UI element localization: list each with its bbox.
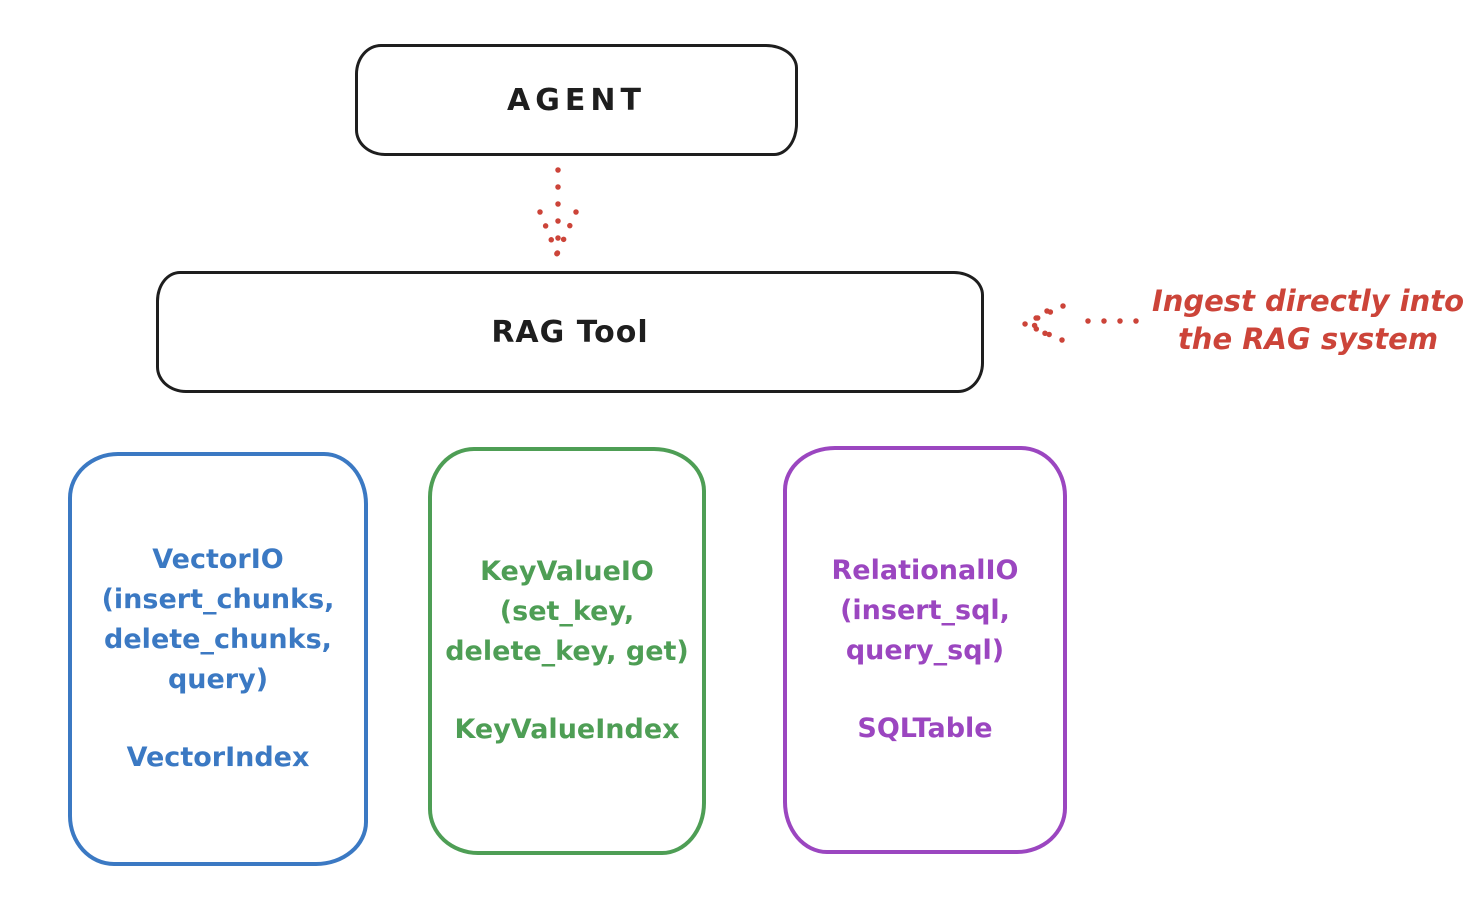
ingest-annotation-line2: the RAG system (1177, 322, 1439, 356)
rag-tool-label: RAG Tool (491, 314, 649, 350)
keyvalue-io-methods-line2: delete_key, get) (445, 636, 689, 667)
vector-io-methods-line2: delete_chunks, (104, 624, 332, 655)
agent-box: AGENT (355, 44, 798, 156)
ingest-annotation: Ingest directly into the RAG system (1138, 282, 1478, 358)
vector-index-label: VectorIndex (126, 742, 310, 773)
vector-io-methods-line3: query) (167, 664, 269, 695)
relational-io-methods-line2: query_sql) (845, 635, 1005, 666)
rag-tool-box: RAG Tool (156, 271, 984, 393)
agent-to-rag-tool-arrow (537, 167, 579, 257)
vector-io-methods-line1: (insert_chunks, (101, 584, 335, 615)
vector-io-title: VectorIO (152, 544, 284, 575)
agent-label: AGENT (507, 82, 646, 118)
sql-table-label: SQLTable (857, 713, 993, 744)
vector-io-box: VectorIO (insert_chunks, delete_chunks, … (68, 452, 368, 866)
ingest-annotation-arrow (1022, 303, 1139, 343)
keyvalue-io-box: KeyValueIO (set_key, delete_key, get) Ke… (428, 447, 706, 855)
ingest-annotation-line1: Ingest directly into (1151, 284, 1465, 318)
relational-io-box: RelationalIO (insert_sql, query_sql) SQL… (783, 446, 1067, 854)
relational-io-methods-line1: (insert_sql, (840, 595, 1010, 626)
keyvalue-io-methods-line1: (set_key, (499, 596, 635, 627)
relational-io-title: RelationalIO (831, 555, 1019, 586)
keyvalue-index-label: KeyValueIndex (454, 714, 680, 745)
keyvalue-io-title: KeyValueIO (480, 556, 654, 587)
